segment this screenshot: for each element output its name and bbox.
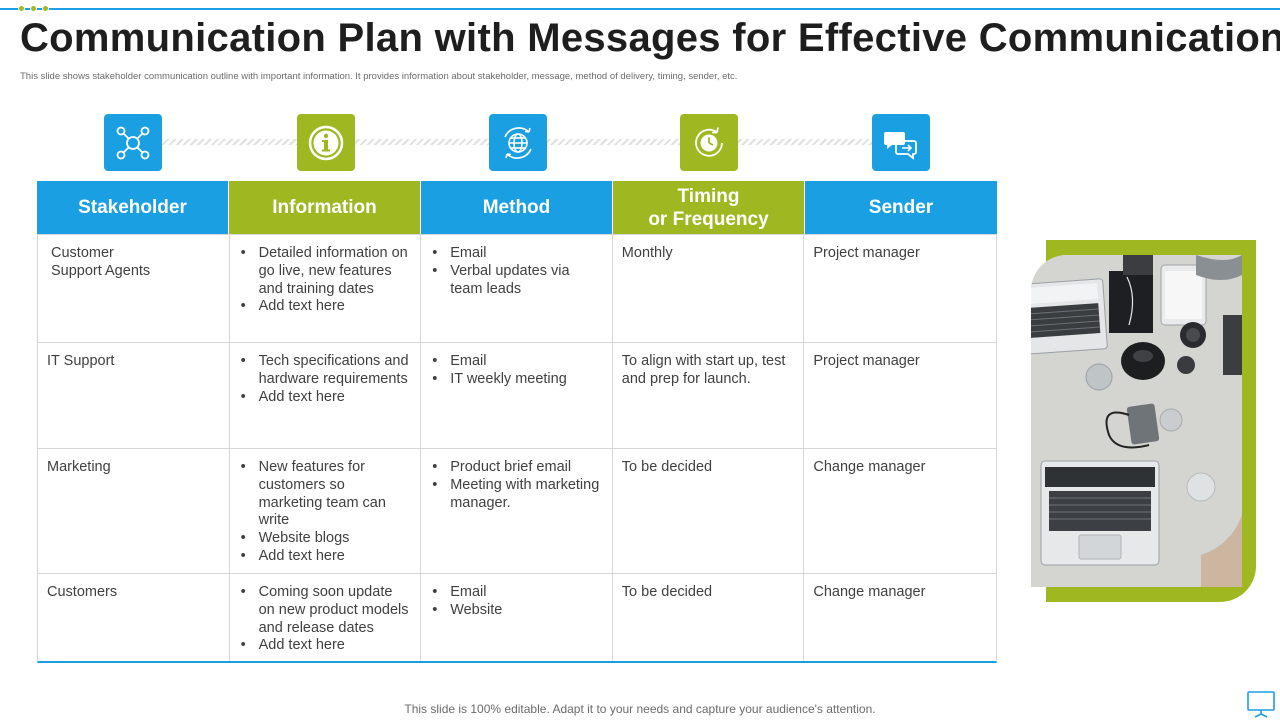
cell-method: Email Website [421, 574, 613, 661]
cell-timing: To be decided [613, 449, 805, 573]
cell-information: Tech specifications and hardware require… [230, 343, 422, 448]
table-row: IT Support Tech specifications and hardw… [38, 342, 996, 448]
cell-information: New features for customers so marketing … [230, 449, 422, 573]
information-item: Add text here [239, 389, 412, 407]
method-item: Meeting with marketing manager. [430, 477, 603, 513]
cell-timing: To be decided [613, 574, 805, 661]
method-item: Email [430, 353, 603, 371]
cell-sender: Change manager [813, 584, 926, 600]
footer-note: This slide is 100% editable. Adapt it to… [404, 702, 876, 716]
stakeholder-text: Customer Support Agents [51, 245, 151, 279]
cell-stakeholder: Customer Support Agents [38, 235, 230, 342]
information-item: New features for customers so marketing … [239, 459, 412, 530]
presentation-icon[interactable] [1246, 690, 1276, 718]
method-item: Email [430, 584, 603, 602]
network-icon [104, 114, 162, 171]
info-icon [297, 114, 355, 171]
information-item: Coming soon update on new product models… [239, 584, 412, 637]
cell-stakeholder: Customers [38, 574, 230, 661]
page-subtitle: This slide shows stakeholder communicati… [20, 71, 738, 82]
table-row: Customers Coming soon update on new prod… [38, 573, 996, 661]
method-item: Email [430, 245, 603, 263]
cell-method: Email IT weekly meeting [421, 343, 613, 448]
information-item: Detailed information on go live, new fea… [239, 245, 412, 298]
cell-stakeholder: Marketing [38, 449, 230, 573]
chat-bubbles-icon [872, 114, 930, 171]
column-header-method: Method [421, 181, 613, 234]
method-item: Product brief email [430, 459, 603, 477]
information-item: Website blogs [239, 530, 412, 548]
globe-refresh-icon [489, 114, 547, 171]
desk-photo [1031, 255, 1242, 587]
cell-sender: Project manager [813, 353, 920, 369]
information-item: Add text here [239, 637, 412, 655]
timing-header-line1: Timing [677, 185, 740, 207]
timing-header-line2: or Frequency [648, 208, 769, 230]
page-title: Communication Plan with Messages for Eff… [20, 16, 1280, 60]
method-item: IT weekly meeting [430, 371, 603, 389]
top-rule [0, 8, 1280, 10]
table-body: Customer Support Agents Detailed informa… [37, 234, 997, 663]
information-item: Add text here [239, 548, 412, 566]
cell-information: Coming soon update on new product models… [230, 574, 422, 661]
method-item: Website [430, 602, 603, 620]
table-row: Customer Support Agents Detailed informa… [38, 234, 996, 342]
column-header-sender: Sender [805, 181, 997, 234]
cell-method: Product brief email Meeting with marketi… [421, 449, 613, 573]
column-header-information: Information [229, 181, 421, 234]
cell-method: Email Verbal updates via team leads [421, 235, 613, 342]
cell-sender: Project manager [813, 245, 920, 261]
cell-stakeholder: IT Support [38, 343, 230, 448]
cell-timing: Monthly [613, 235, 805, 342]
information-item: Add text here [239, 298, 412, 316]
clock-refresh-icon [680, 114, 738, 171]
cell-sender: Change manager [813, 459, 926, 475]
cell-timing: To align with start up, test and prep fo… [613, 343, 805, 448]
cell-information: Detailed information on go live, new fea… [230, 235, 422, 342]
information-item: Tech specifications and hardware require… [239, 353, 412, 389]
table-row: Marketing New features for customers so … [38, 448, 996, 573]
method-item: Verbal updates via team leads [430, 263, 603, 299]
column-header-stakeholder: Stakeholder [37, 181, 229, 234]
decorative-dots [18, 5, 49, 12]
